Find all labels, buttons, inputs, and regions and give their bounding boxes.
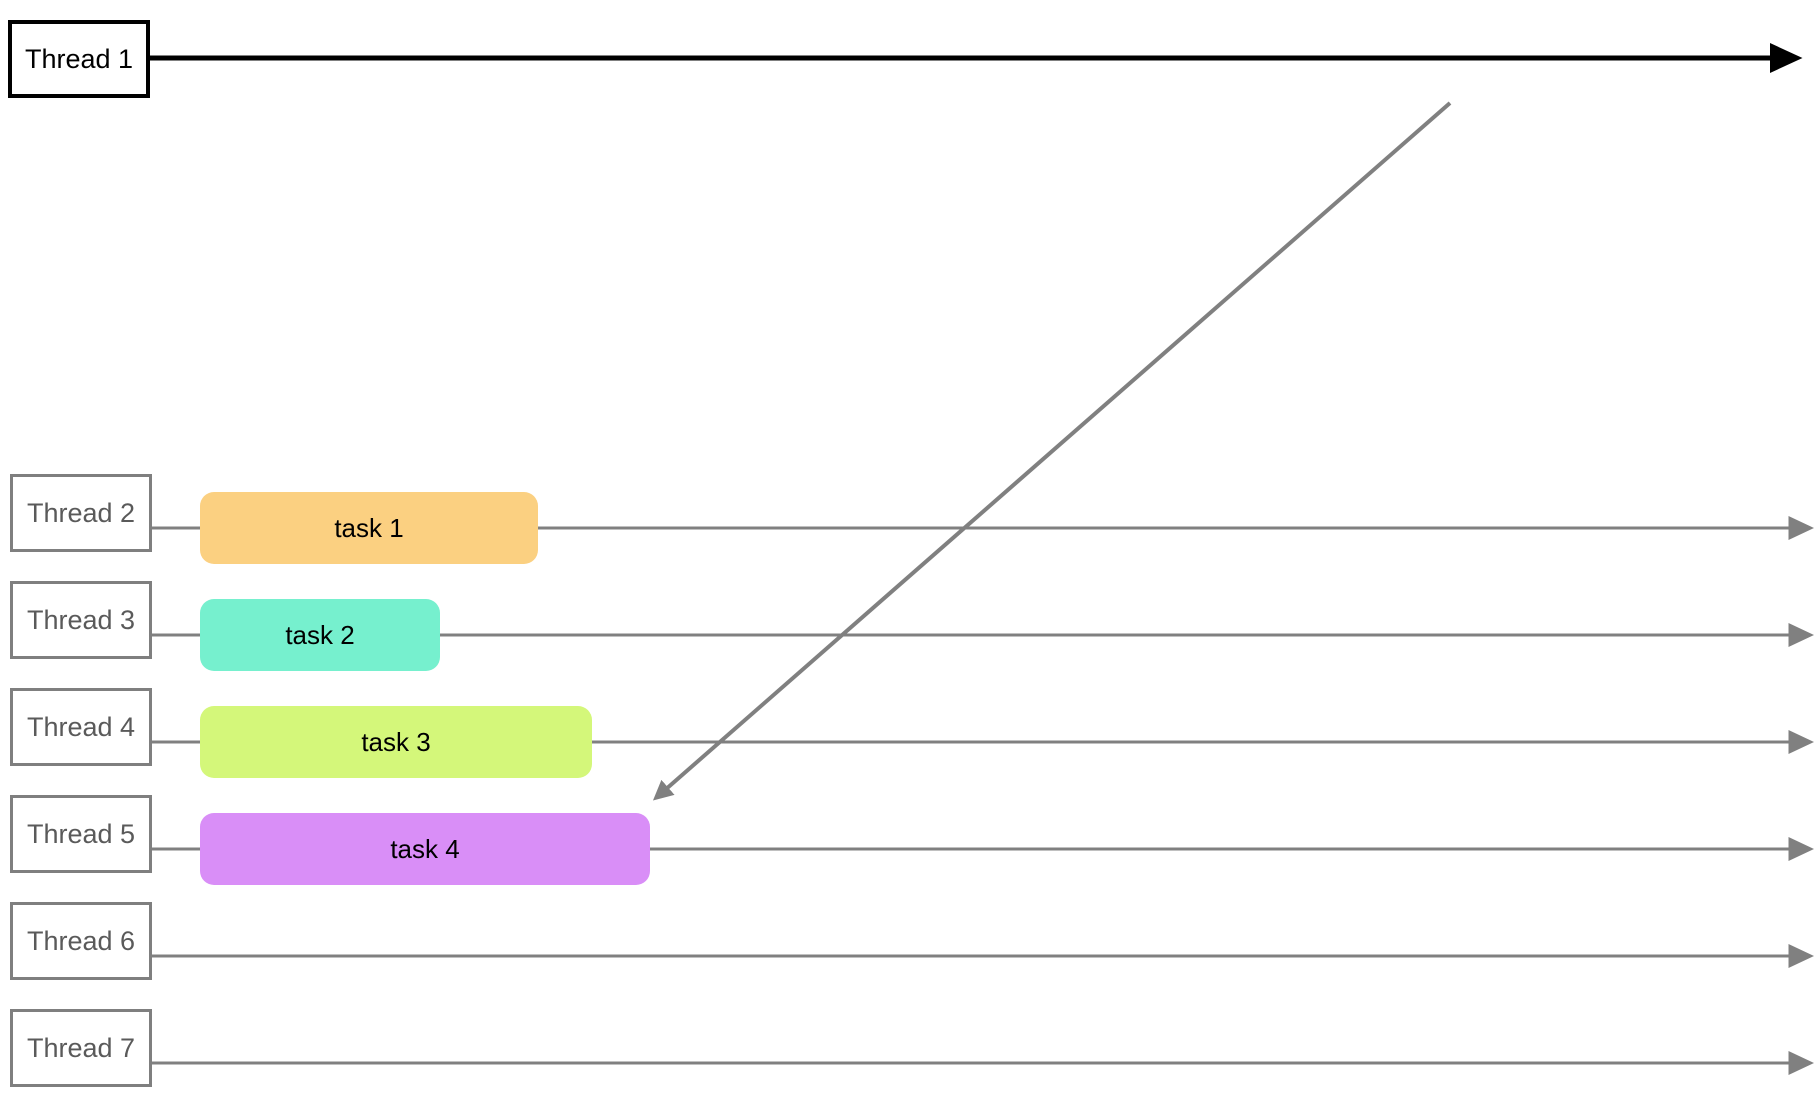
thread-label-text: Thread 5 <box>26 818 136 849</box>
thread-label-3[interactable]: Thread 3 <box>10 581 152 659</box>
task-bar-task-3[interactable]: task 3 <box>200 706 592 778</box>
task-bar-task-4[interactable]: task 4 <box>200 813 650 885</box>
thread-label-text: Thread 1 <box>24 43 134 74</box>
task-bar-label: task 4 <box>390 834 460 864</box>
annotation-arrow <box>652 101 1452 801</box>
thread-label-text: Thread 4 <box>26 711 136 742</box>
thread-label-7[interactable]: Thread 7 <box>10 1009 152 1087</box>
thread-label-text: Thread 7 <box>26 1032 136 1063</box>
thread-label-1[interactable]: Thread 1 <box>8 20 150 98</box>
task-bar-task-2[interactable]: task 2 <box>200 599 440 671</box>
thread-label-text: Thread 3 <box>26 604 136 635</box>
task-bar-label: task 2 <box>285 620 355 650</box>
thread-label-text: Thread 6 <box>26 925 136 956</box>
task-bar-task-1[interactable]: task 1 <box>200 492 538 564</box>
task-bar-label: task 1 <box>334 513 404 543</box>
thread-label-4[interactable]: Thread 4 <box>10 688 152 766</box>
thread-label-5[interactable]: Thread 5 <box>10 795 152 873</box>
thread-label-text: Thread 2 <box>26 497 136 528</box>
task-bar-label: task 3 <box>361 727 431 757</box>
thread-label-2[interactable]: Thread 2 <box>10 474 152 552</box>
thread-label-6[interactable]: Thread 6 <box>10 902 152 980</box>
